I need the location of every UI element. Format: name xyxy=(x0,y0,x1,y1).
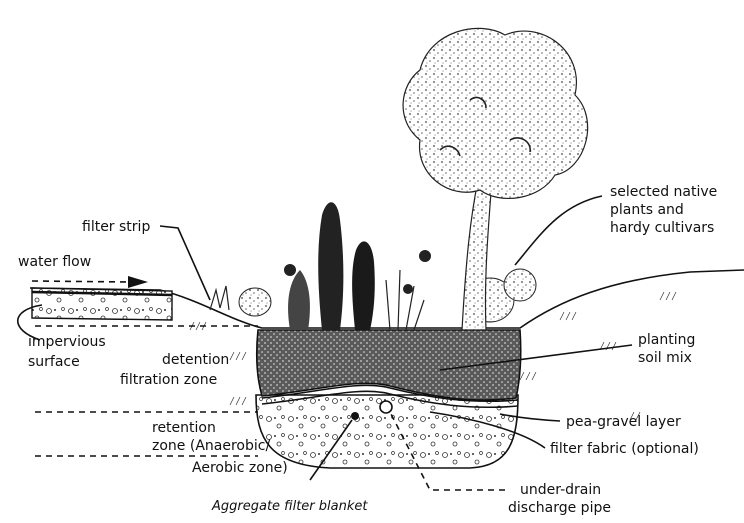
label-water-flow: water flow xyxy=(18,254,91,270)
under-drain-pipe xyxy=(380,401,392,413)
label-planting-1: planting xyxy=(638,332,695,348)
label-retention-1: retention xyxy=(152,420,216,436)
label-pea-gravel: pea-gravel layer xyxy=(566,414,681,430)
leader-native xyxy=(515,196,602,265)
aggregate-marker xyxy=(351,412,359,420)
label-impervious-2: surface xyxy=(28,354,80,370)
label-filter-fabric: filter fabric (optional) xyxy=(550,441,699,457)
label-detention-2: filtration zone xyxy=(120,372,217,388)
label-aggregate: Aggregate filter blanket xyxy=(211,499,368,514)
label-detention-1: detention xyxy=(162,352,229,368)
label-underdrain-1: under-drain xyxy=(520,482,601,498)
impervious-slab xyxy=(32,288,172,320)
label-retention-2: zone (Anaerobic/ xyxy=(152,438,270,454)
label-retention-3: Aerobic zone) xyxy=(192,460,288,476)
leader-filter-strip xyxy=(160,226,210,300)
label-underdrain-2: discharge pipe xyxy=(508,500,611,516)
water-flow-arrow xyxy=(32,276,148,288)
label-filter-strip: filter strip xyxy=(82,219,150,235)
label-native-2: plants and xyxy=(610,202,684,218)
label-impervious-1: impervious xyxy=(28,334,106,350)
label-planting-2: soil mix xyxy=(638,350,692,366)
label-native-3: hardy cultivars xyxy=(610,220,714,236)
label-native-1: selected native xyxy=(610,184,717,200)
